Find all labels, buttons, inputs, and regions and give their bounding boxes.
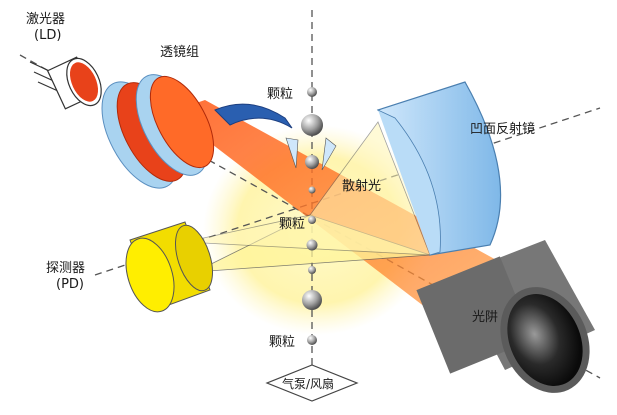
particle-tiny: [308, 186, 316, 194]
particles: [301, 87, 323, 345]
particle-label-top: 颗粒: [267, 87, 294, 102]
beam-notch-right: [321, 137, 337, 171]
particle-medium: [306, 239, 318, 251]
laser-diode: [29, 56, 102, 110]
light-trap: [416, 240, 595, 393]
concave-mirror: [376, 81, 502, 256]
pump-fan-shape: [265, 364, 359, 402]
laser-diode-abbr: (LD): [34, 28, 62, 43]
curved-arrow: [214, 103, 293, 129]
scattered-light-label: 散射光: [342, 179, 382, 194]
particle-label-bottom: 颗粒: [269, 335, 296, 350]
pump-fan-label: 气泵/风扇: [282, 377, 335, 391]
detector-label: 探测器: [46, 261, 86, 276]
beam-notch-left: [285, 137, 299, 169]
particle-small: [307, 335, 317, 345]
detector-abbr: (PD): [56, 277, 84, 292]
particle-tiny: [308, 216, 316, 224]
light-trap-label: 光阱: [472, 310, 499, 325]
laser-diode-label: 激光器: [26, 12, 66, 27]
lens-group-label: 透镜组: [160, 45, 200, 60]
particle-large: [301, 114, 323, 136]
particle-small: [307, 87, 317, 97]
lens-group: [101, 74, 215, 189]
concave-mirror-label: 凹面反射镜: [470, 122, 536, 137]
particle-medium: [305, 155, 319, 169]
particle-large: [302, 290, 322, 310]
particle-tiny: [308, 266, 316, 274]
scattered-light-rays-upper: [184, 121, 431, 256]
photodetector: [125, 221, 213, 313]
particle-label-middle: 颗粒: [279, 217, 306, 232]
